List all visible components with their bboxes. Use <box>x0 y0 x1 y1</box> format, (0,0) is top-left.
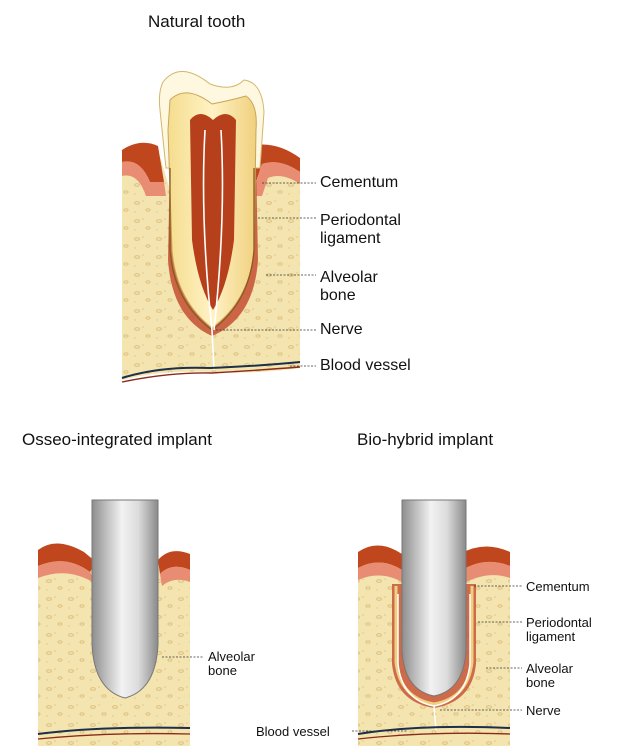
natural-nerve-label: Nerve <box>320 322 363 338</box>
natural-bone-label-2: bone <box>320 288 356 304</box>
osseo-implant <box>92 500 158 698</box>
biohybrid-cementum-label: Cementum <box>526 580 590 593</box>
biohybrid-vessel-label: Blood vessel <box>256 725 330 738</box>
natural-pdl-label-2: ligament <box>320 231 380 247</box>
osseo-implant-figure <box>38 500 204 746</box>
osseo-implant-title: Osseo-integrated implant <box>22 430 212 450</box>
natural-pdl-label-1: Periodontal <box>320 213 401 229</box>
natural-cementum-label: Cementum <box>320 175 398 191</box>
biohybrid-nerve-label: Nerve <box>526 704 561 717</box>
biohybrid-bone-label-1: Alveolar <box>526 662 573 675</box>
natural-tooth-figure <box>122 71 316 382</box>
biohybrid-bone-label-2: bone <box>526 676 555 689</box>
natural-tooth-title: Natural tooth <box>148 12 245 32</box>
osseo-bone-label-1: Alveolar <box>208 650 255 663</box>
biohybrid-implant <box>402 500 466 696</box>
biohybrid-implant-figure <box>352 500 522 746</box>
biohybrid-implant-title: Bio-hybrid implant <box>357 430 493 450</box>
biohybrid-pdl-label-2: ligament <box>526 630 575 643</box>
natural-bone-label-1: Alveolar <box>320 270 378 286</box>
osseo-bone-label-2: bone <box>208 664 237 677</box>
natural-vessel-label: Blood vessel <box>320 358 411 374</box>
biohybrid-pdl-label-1: Periodontal <box>526 616 592 629</box>
